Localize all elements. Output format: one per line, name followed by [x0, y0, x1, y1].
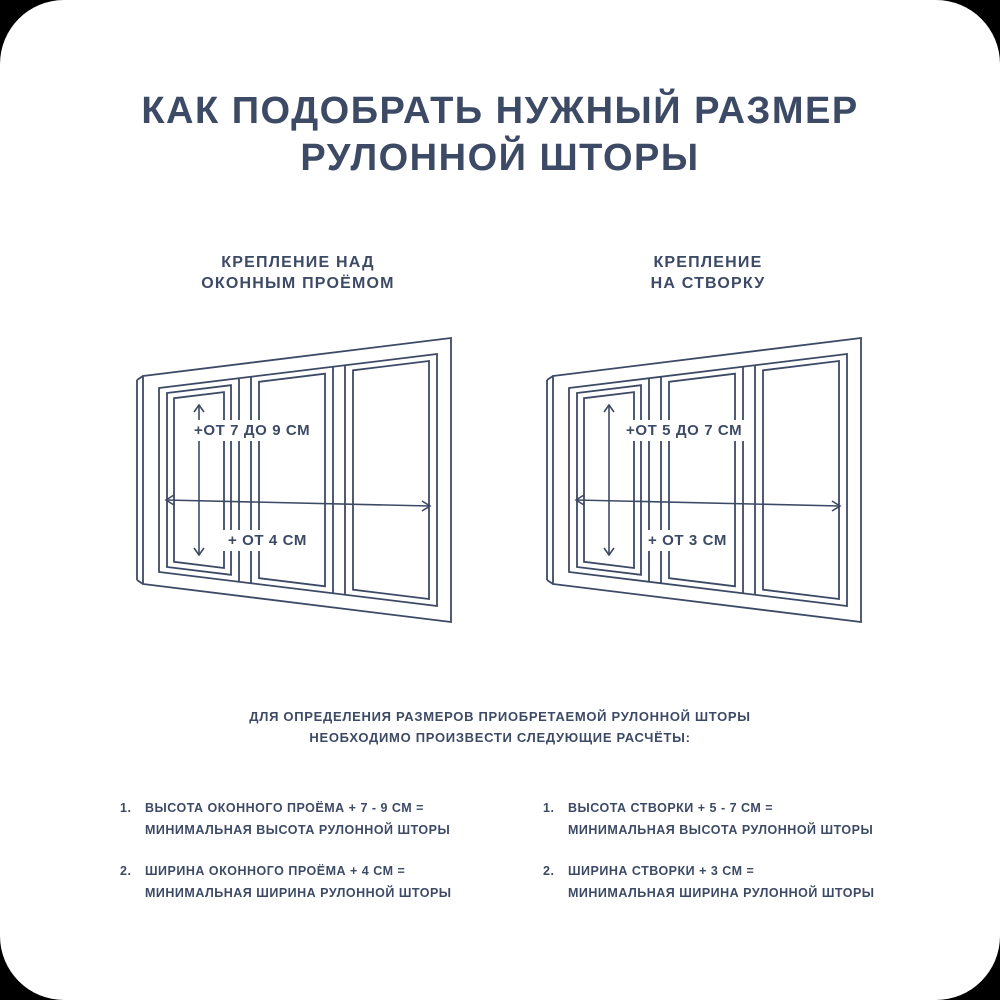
calc-item: 2. ШИРИНА ОКОННОГО ПРОЁМА + 4 СМ = МИНИМ…	[120, 860, 492, 904]
diagram-mount-on-sash: КРЕПЛЕНИЕ НА СТВОРКУ +ОТ 5 ДО 7 СМ + ОТ …	[540, 252, 876, 630]
calc-item-text: ШИРИНА ОКОННОГО ПРОЁМА + 4 СМ = МИНИМАЛЬ…	[145, 860, 452, 904]
calc-item-result: МИНИМАЛЬНАЯ ШИРИНА РУЛОННОЙ ШТОРЫ	[145, 886, 452, 900]
calc-item-result: МИНИМАЛЬНАЯ ВЫСОТА РУЛОННОЙ ШТОРЫ	[568, 823, 874, 837]
window-illustration-wrap: +ОТ 5 ДО 7 СМ + ОТ 3 СМ	[543, 330, 873, 630]
window-illustration	[133, 330, 463, 630]
calc-item-formula: ВЫСОТА СТВОРКИ + 5 - 7 СМ =	[568, 801, 774, 815]
diagram-heading-line2: ОКОННЫМ ПРОЁМОМ	[201, 275, 395, 292]
instructions-line2: НЕОБХОДИМО ПРОИЗВЕСТИ СЛЕДУЮЩИЕ РАСЧЁТЫ:	[309, 730, 691, 745]
calc-item: 1. ВЫСОТА СТВОРКИ + 5 - 7 СМ = МИНИМАЛЬН…	[543, 797, 915, 841]
calculations-opening-column: 1. ВЫСОТА ОКОННОГО ПРОЁМА + 7 - 9 СМ = М…	[120, 797, 492, 923]
calc-item-formula: ШИРИНА СТВОРКИ + 3 СМ =	[568, 864, 755, 878]
diagram-heading: КРЕПЛЕНИЕ НА СТВОРКУ	[540, 252, 876, 294]
width-dimension-label: + ОТ 4 СМ	[223, 530, 312, 551]
calc-item-number: 2.	[543, 864, 555, 878]
window-illustration-wrap: +ОТ 7 ДО 9 СМ + ОТ 4 СМ	[133, 330, 463, 630]
page-title: КАК ПОДОБРАТЬ НУЖНЫЙ РАЗМЕР РУЛОННОЙ ШТО…	[0, 88, 1000, 182]
calc-item-formula: ВЫСОТА ОКОННОГО ПРОЁМА + 7 - 9 СМ =	[145, 801, 424, 815]
calc-item-text: ВЫСОТА СТВОРКИ + 5 - 7 СМ = МИНИМАЛЬНАЯ …	[568, 797, 873, 841]
calc-item-text: ВЫСОТА ОКОННОГО ПРОЁМА + 7 - 9 СМ = МИНИ…	[145, 797, 450, 841]
height-dimension-label: +ОТ 5 ДО 7 СМ	[621, 420, 748, 441]
diagram-mount-above-opening: КРЕПЛЕНИЕ НАД ОКОННЫМ ПРОЁМОМ +ОТ 7 ДО 9…	[130, 252, 466, 630]
calc-item-text: ШИРИНА СТВОРКИ + 3 СМ = МИНИМАЛЬНАЯ ШИРИ…	[568, 860, 875, 904]
diagram-heading-line1: КРЕПЛЕНИЕ	[653, 254, 763, 271]
page-title-line1: КАК ПОДОБРАТЬ НУЖНЫЙ РАЗМЕР	[141, 90, 859, 132]
window-illustration	[543, 330, 873, 630]
width-dimension-label: + ОТ 3 СМ	[643, 530, 732, 551]
height-dimension-label: +ОТ 7 ДО 9 СМ	[189, 420, 316, 441]
instructions-line1: ДЛЯ ОПРЕДЕЛЕНИЯ РАЗМЕРОВ ПРИОБРЕТАЕМОЙ Р…	[249, 709, 751, 724]
instructions-text: ДЛЯ ОПРЕДЕЛЕНИЯ РАЗМЕРОВ ПРИОБРЕТАЕМОЙ Р…	[0, 706, 1000, 748]
page-title-line2: РУЛОННОЙ ШТОРЫ	[300, 137, 700, 179]
calc-item-result: МИНИМАЛЬНАЯ ВЫСОТА РУЛОННОЙ ШТОРЫ	[145, 823, 451, 837]
calc-item: 1. ВЫСОТА ОКОННОГО ПРОЁМА + 7 - 9 СМ = М…	[120, 797, 492, 841]
calc-item-number: 2.	[120, 864, 132, 878]
calculations-sash-column: 1. ВЫСОТА СТВОРКИ + 5 - 7 СМ = МИНИМАЛЬН…	[543, 797, 915, 923]
calc-item-number: 1.	[120, 801, 132, 815]
calc-item-number: 1.	[543, 801, 555, 815]
diagram-heading-line1: КРЕПЛЕНИЕ НАД	[221, 254, 375, 271]
diagram-heading: КРЕПЛЕНИЕ НАД ОКОННЫМ ПРОЁМОМ	[130, 252, 466, 294]
calc-item-result: МИНИМАЛЬНАЯ ШИРИНА РУЛОННОЙ ШТОРЫ	[568, 886, 875, 900]
diagram-heading-line2: НА СТВОРКУ	[650, 275, 766, 292]
calc-item: 2. ШИРИНА СТВОРКИ + 3 СМ = МИНИМАЛЬНАЯ Ш…	[543, 860, 915, 904]
calc-item-formula: ШИРИНА ОКОННОГО ПРОЁМА + 4 СМ =	[145, 864, 406, 878]
